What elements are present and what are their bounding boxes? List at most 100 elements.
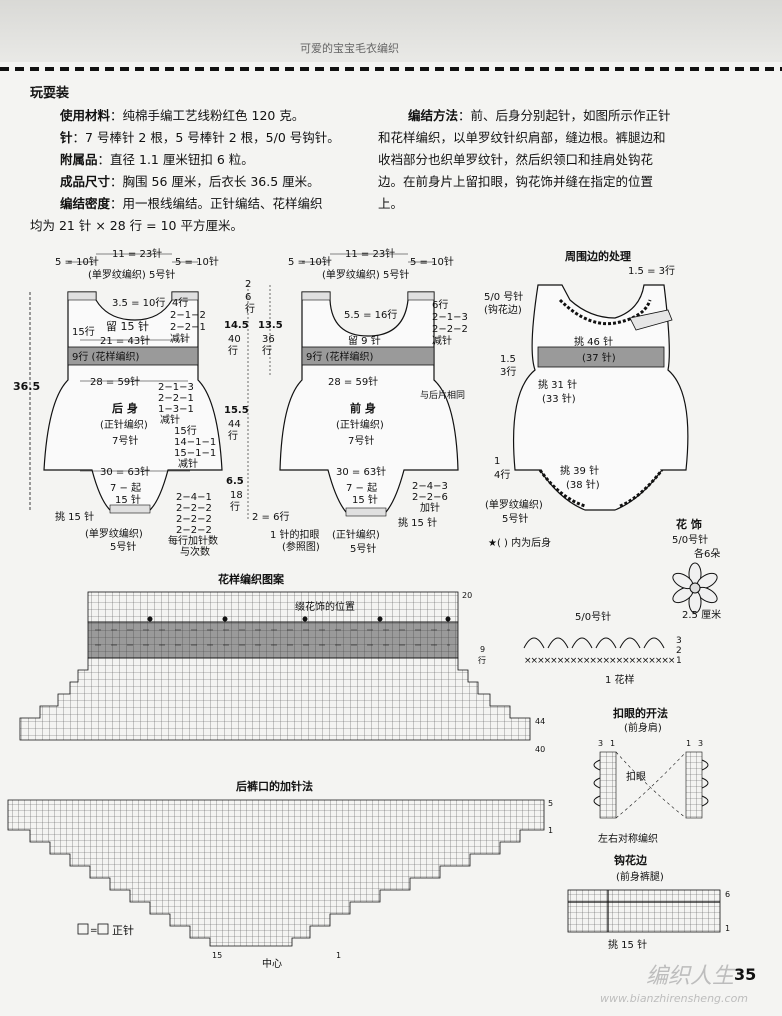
edge-pick39: 挑 39 针: [560, 464, 599, 477]
watermark-url: www.bianzhirensheng.com: [600, 992, 749, 1005]
motif-repeat: 1 花样: [605, 673, 635, 686]
mid-b3: 行: [228, 344, 238, 357]
buttonhole-c1: 3: [598, 739, 603, 748]
edge-v2: 4行: [494, 468, 510, 481]
buttonhole-title: 扣眼的开法: [613, 706, 668, 720]
page-number: 35: [734, 965, 757, 984]
chart1-r40: 40: [535, 745, 545, 754]
back-l5: 每行加针数: [168, 534, 218, 547]
back-s2: 2−2−1: [158, 393, 194, 404]
density-line-2: 均为 21 针 × 28 行 = 10 平方厘米。: [30, 218, 243, 233]
front-n4: 减针: [432, 334, 452, 347]
edge-labels: 周围边的处理 1.5 = 3行 5/0 号针 (钩花边) 挑 46 针 (37 …: [484, 249, 675, 549]
edge-37: (37 针): [582, 351, 616, 364]
back-pick: 挑 15 针: [55, 510, 94, 523]
back-stitch: (正针编织): [100, 418, 148, 431]
mid-e2: 18: [230, 490, 243, 501]
accessory-line: 附属品：直径 1.1 厘米钮扣 6 粒。: [60, 152, 254, 167]
watermark-logo: 编织人生: [646, 964, 735, 989]
edge-pick31: 挑 31 针: [538, 378, 577, 391]
crochet-edge-labels: 钩花边 (前身裤腿) 挑 15 针 6 1: [608, 853, 730, 951]
back-pattern: 9行 (花样编织): [72, 350, 139, 363]
front-a1: 2−4−3: [412, 481, 448, 492]
front-n1: 6行: [432, 298, 448, 311]
mid-c1: 13.5: [258, 320, 283, 331]
legend-label: 正针: [112, 923, 134, 937]
front-leave: 留 9 针: [348, 334, 381, 347]
back-dec1: 2−1−2: [170, 310, 206, 321]
density-line: 编结密度：用一根线编结。正针编结、花样编织: [60, 196, 323, 211]
front-needle: 7号针: [348, 434, 374, 447]
back-l2: 2−2−2: [176, 503, 212, 514]
mid-a2: 6: [245, 292, 251, 303]
method-line-4: 边。在前身片上留扣眼，钩花饰并缝在指定的位置: [378, 174, 654, 189]
back-bottom: 30 = 63针: [100, 465, 150, 478]
dashed-divider: [0, 67, 782, 71]
buttonhole-sym: 左右对称编织: [598, 832, 658, 845]
front-needle2: 5号针: [350, 542, 376, 555]
front-bottom: 30 = 63针: [336, 465, 386, 478]
back-piece-labels: 5 = 10针 11 = 23针 5 = 10针 (单罗纹编织) 5号针 3.5…: [13, 247, 219, 558]
mid-a3: 行: [245, 302, 255, 315]
buttonhole-c2: 1: [610, 739, 615, 748]
back-l6: 与次数: [180, 545, 210, 558]
motif-r3: 3: [676, 636, 682, 646]
edge-needle: 5号针: [502, 512, 528, 525]
buttonhole-c3: 1: [686, 739, 691, 748]
edge-h2: 3行: [500, 365, 516, 378]
legend: = 正针: [77, 923, 134, 937]
back-l4: 2−2−2: [176, 525, 212, 536]
edge-38: (38 针): [566, 478, 600, 491]
front-top-mid: 11 = 23针: [345, 247, 395, 260]
method-line-1: 编结方法：前、后身分别起针，如图所示作正针: [408, 108, 671, 123]
header-text: 可爱的宝宝毛衣编织: [300, 42, 399, 55]
edge-v1: 1: [494, 456, 500, 467]
edge-rib: (单罗纹编织): [485, 498, 543, 511]
size-line: 成品尺寸：胸围 56 厘米，后衣长 36.5 厘米。: [60, 174, 320, 189]
front-top-right: 5 = 10针: [410, 255, 454, 268]
flower-hook: 5/0号针: [672, 533, 708, 546]
back-dec2: 2−2−1: [170, 322, 206, 333]
mid-d3: 行: [228, 429, 238, 442]
back-15: 15 针: [115, 493, 141, 506]
chart2-title: 后裤口的加针法: [236, 779, 313, 793]
flower-dia: 2.5 厘米: [682, 608, 721, 621]
motif-diagram: ×××××××××××××××××××××××: [523, 637, 676, 666]
flower-title: 花 饰: [676, 517, 702, 531]
buttonhole-sub: (前身肩): [624, 721, 662, 734]
front-n2: 2−1−3: [432, 312, 468, 323]
back-arm: 21 = 43针: [100, 334, 150, 347]
back-s3: 1−3−1: [158, 404, 194, 415]
back-l3: 2−2−2: [176, 514, 212, 525]
mid-b2: 40: [228, 334, 241, 345]
mid-e3: 行: [230, 500, 240, 513]
materials-line: 使用材料：纯棉手编工艺线粉红色 120 克。: [60, 108, 305, 123]
front-start: 7 − 起: [346, 482, 377, 494]
edge-diagram: [512, 284, 689, 511]
back-top-right: 5 = 10针: [175, 255, 219, 268]
mid-a1: 2: [245, 279, 251, 290]
crochet-title: 钩花边: [614, 853, 648, 867]
svg-text:=: =: [90, 926, 98, 936]
edge-33: (33 针): [542, 392, 576, 405]
crochet-r1: 1: [725, 924, 730, 933]
back-s4: 减针: [160, 413, 180, 426]
edge-h1: 1.5: [500, 354, 516, 365]
front-a3: 加针: [420, 501, 440, 514]
back-s1: 2−1−3: [158, 382, 194, 393]
crochet-sub: (前身裤腿): [616, 870, 664, 883]
mid-c2: 36: [262, 334, 275, 345]
edge-title: 周围边的处理: [565, 249, 631, 263]
front-ref: (参照图): [282, 540, 320, 553]
buttonhole-labels: 扣眼的开法 (前身肩) 3 1 1 3 扣眼 左右对称编织: [598, 706, 703, 845]
mid-f1: 2 = 6行: [252, 510, 289, 523]
buttonhole-diagram: [593, 751, 709, 819]
chart2-c1: 1: [336, 951, 341, 960]
back-r1: 15行: [174, 424, 197, 437]
back-rib: (单罗纹编织) 5号针: [88, 268, 175, 281]
article-title: 玩耍装: [30, 86, 70, 101]
chart1-r44: 44: [535, 717, 545, 726]
motif-r2: 2: [676, 646, 682, 656]
